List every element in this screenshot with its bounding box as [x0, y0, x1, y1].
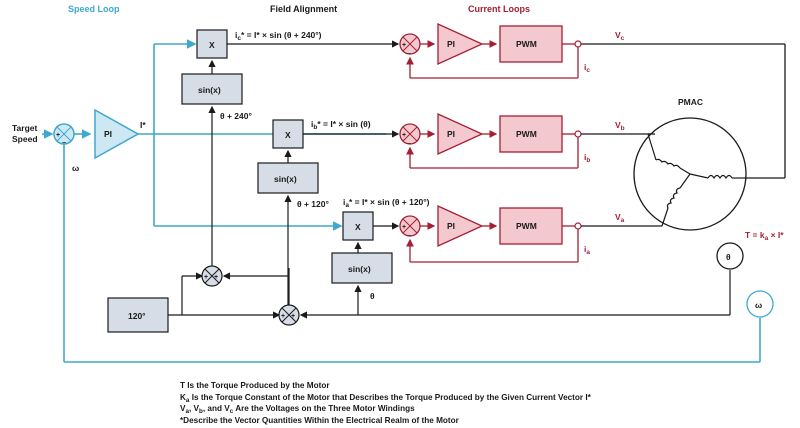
footnote-4: *Describe the Vector Quantities Within t… [180, 416, 460, 425]
equation-a: ia* = I* × sin (θ + 120°) [343, 197, 430, 209]
field-alignment-header: Field Alignment [270, 4, 337, 14]
multiplier-b-label: X [285, 130, 291, 140]
multiplier-a-label: X [355, 222, 361, 232]
speed-sum-plus: + [56, 132, 60, 139]
sin-block-b-label: sin(x) [274, 174, 297, 184]
footnote-2: Ka Is the Torque Constant of the Motor t… [180, 393, 592, 404]
multiplier-c-label: X [209, 40, 215, 50]
svg-text:ib* = I* × sin (θ): ib* = I* × sin (θ) [311, 119, 371, 131]
svg-text:ia* = I* × sin (θ + 120°): ia* = I* × sin (θ + 120°) [343, 197, 430, 209]
current-loop-a [399, 204, 662, 263]
theta-sensor [716, 242, 744, 270]
omega-sensor-label: ω [755, 300, 762, 310]
vc-label: Vc [615, 30, 625, 42]
theta-label: θ [370, 291, 375, 301]
va-label: Va [615, 212, 625, 224]
speed-pi-controller [94, 108, 140, 160]
speed-sum-minus: − [62, 140, 66, 147]
adder-240-plus-left: + [204, 274, 208, 281]
loop-a-pwm-label: PWM [516, 221, 537, 231]
target-speed-label-2: Speed [12, 134, 38, 144]
footnote-3: Va, Vb, and Vc Are the Voltages on the T… [180, 404, 415, 415]
multiplier-b [272, 119, 304, 149]
speed-pi-label: PI [104, 129, 112, 139]
offset-120-label: 120° [128, 311, 146, 321]
adder-120-plus-left: + [281, 313, 285, 320]
vb-label: Vb [615, 120, 625, 132]
sin-block-c [181, 73, 243, 105]
svg-text:ic* = I* × sin (θ + 240°): ic* = I* × sin (θ + 240°) [235, 30, 322, 42]
equation-c: ic* = I* × sin (θ + 240°) [235, 30, 322, 42]
loop-b-plus: + [402, 132, 406, 139]
loop-a-pi-label: PI [447, 221, 455, 231]
loop-a-plus: + [402, 224, 406, 231]
equation-b: ib* = I* × sin (θ) [311, 119, 371, 131]
adder-120: + + [278, 304, 300, 326]
current-loop-c [399, 22, 640, 79]
multiplier-c [196, 29, 228, 59]
pmac-label: PMAC [678, 97, 703, 107]
offset-120-block [107, 297, 169, 333]
adder-120-plus-right: + [291, 313, 295, 320]
theta-240-label: θ + 240° [220, 111, 252, 121]
i-star-label: I* [140, 120, 146, 130]
footnote-1: T Is the Torque Produced by the Motor [180, 381, 330, 390]
loop-b-pwm-label: PWM [516, 129, 537, 139]
sin-block-b [257, 162, 319, 194]
ic-label: ic [584, 62, 590, 74]
loop-b-minus: − [407, 141, 411, 148]
adder-240-plus-right: + [214, 274, 218, 281]
pmac-motor [633, 117, 747, 231]
theta-sensor-label: θ [726, 252, 731, 262]
loop-c-pi-label: PI [447, 39, 455, 49]
ib-label: ib [584, 152, 590, 164]
ia-label: ia [584, 244, 590, 256]
target-speed-label-1: Target [12, 123, 38, 133]
adder-240: + + [201, 265, 223, 287]
loop-a-minus: − [407, 233, 411, 240]
theta-120-label: θ + 120° [297, 199, 329, 209]
current-loop-b [399, 112, 655, 169]
current-loops-header: Current Loops [468, 4, 530, 14]
omega-feedback-label: ω [72, 163, 79, 173]
loop-b-pi-label: PI [447, 129, 455, 139]
sin-block-c-label: sin(x) [198, 85, 221, 95]
loop-c-pwm-label: PWM [516, 39, 537, 49]
torque-equation: T = ka × I* [745, 230, 784, 242]
multiplier-a [342, 211, 374, 241]
sin-block-a [331, 252, 393, 284]
sin-block-a-label: sin(x) [348, 264, 371, 274]
loop-c-minus: − [407, 51, 411, 58]
speed-loop-header: Speed Loop [68, 4, 120, 14]
loop-c-plus: + [402, 42, 406, 49]
omega-sensor [746, 290, 774, 318]
speed-summing-junction: + − [53, 123, 75, 147]
